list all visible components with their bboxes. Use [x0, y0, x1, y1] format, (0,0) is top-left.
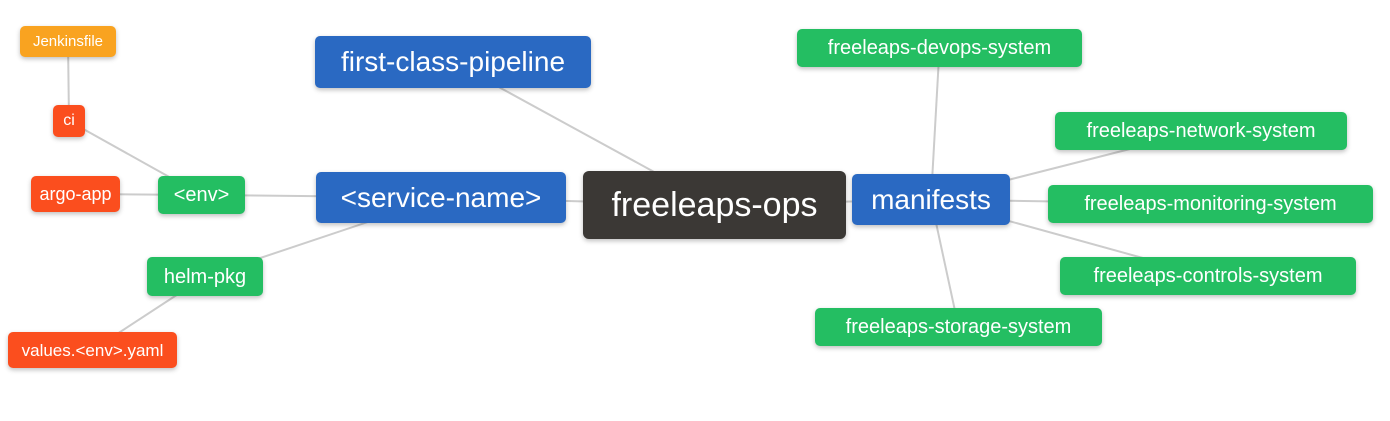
node-first-class-pipeline[interactable]: first-class-pipeline [315, 36, 591, 88]
node-storage-system[interactable]: freeleaps-storage-system [815, 308, 1102, 346]
node-argo-app[interactable]: argo-app [31, 176, 120, 212]
node-values-env-yaml[interactable]: values.<env>.yaml [8, 332, 177, 368]
node-helm-pkg[interactable]: helm-pkg [147, 257, 263, 296]
node-manifests[interactable]: manifests [852, 174, 1010, 225]
node-env[interactable]: <env> [158, 176, 245, 214]
node-controls-system[interactable]: freeleaps-controls-system [1060, 257, 1356, 295]
node-network-system[interactable]: freeleaps-network-system [1055, 112, 1347, 150]
node-jenkinsfile[interactable]: Jenkinsfile [20, 26, 116, 57]
node-ci[interactable]: ci [53, 105, 85, 137]
node-freeleaps-ops[interactable]: freeleaps-ops [583, 171, 846, 239]
node-monitoring-system[interactable]: freeleaps-monitoring-system [1048, 185, 1373, 223]
node-devops-system[interactable]: freeleaps-devops-system [797, 29, 1082, 67]
node-service-name[interactable]: <service-name> [316, 172, 566, 223]
